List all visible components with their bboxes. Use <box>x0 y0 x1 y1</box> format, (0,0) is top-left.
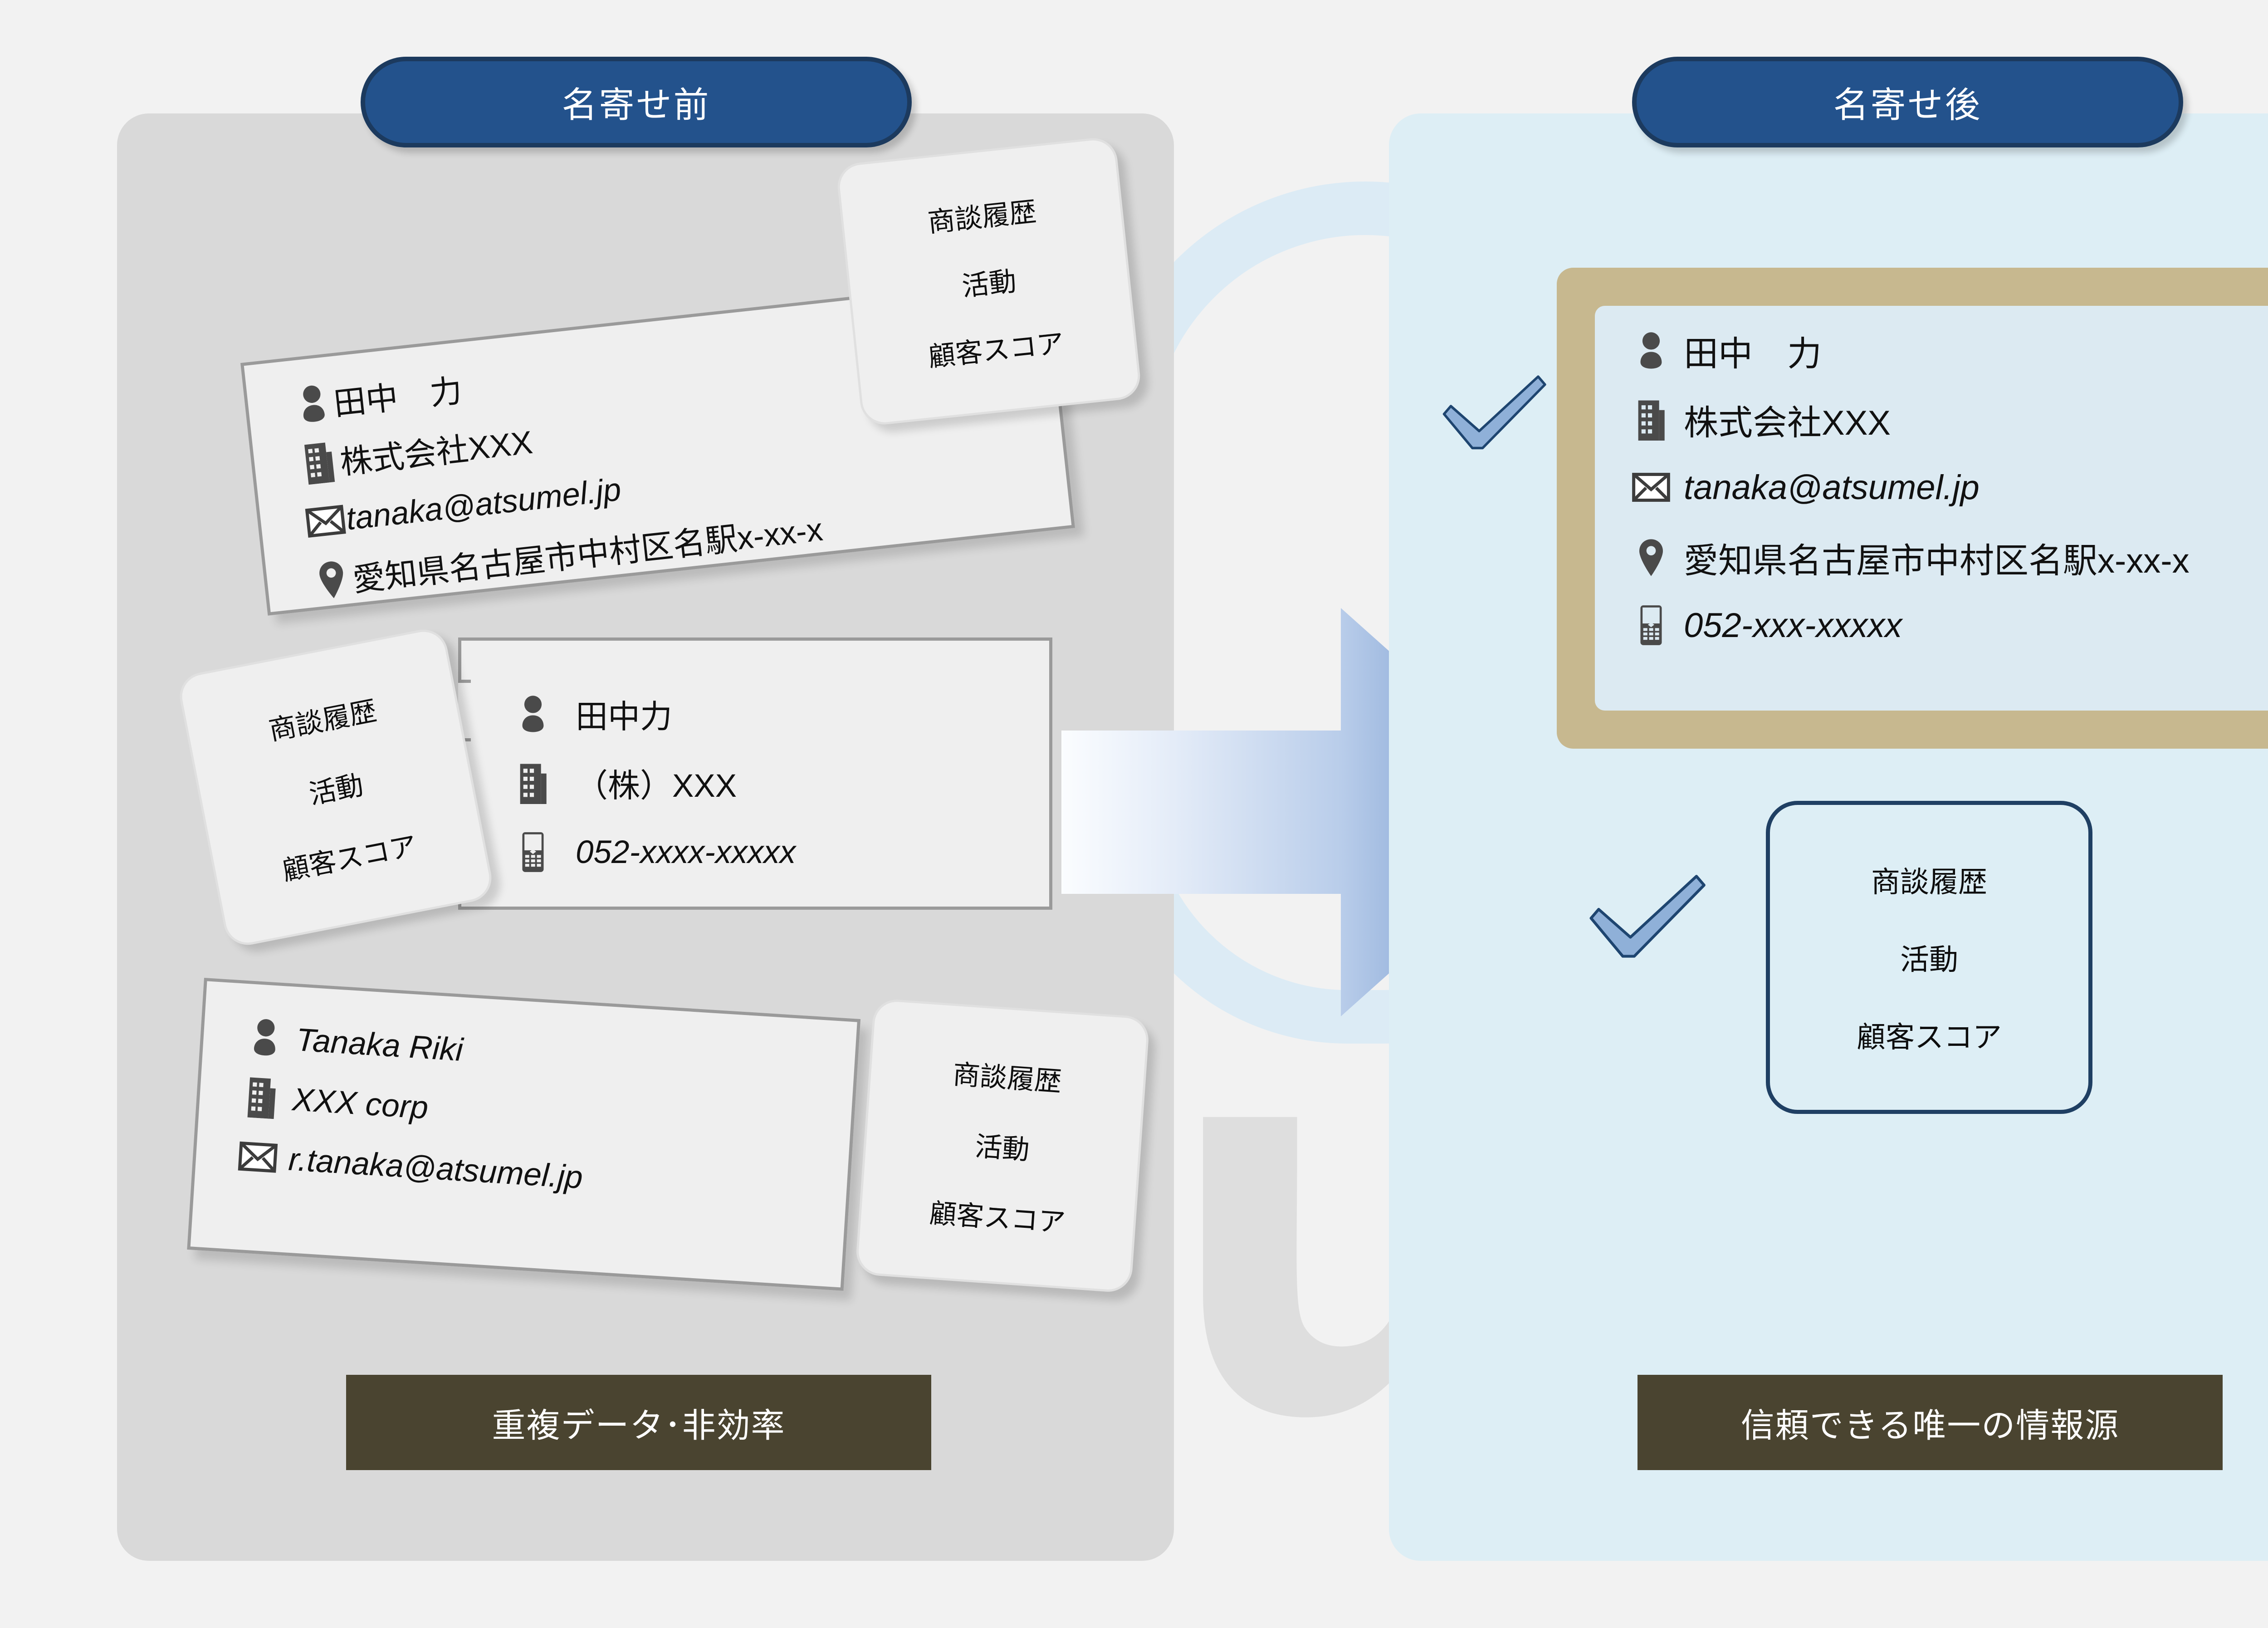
card-3-row-name: Tanaka Riki <box>243 1013 464 1074</box>
card-3-email: r.tanaka@atsumel.jp <box>287 1141 584 1196</box>
merged-row-name: 田中 力 <box>1630 326 1822 376</box>
check-mark-icon-1 <box>1436 372 1549 463</box>
card-2-row-company: （株）XXX <box>512 760 737 807</box>
building-icon <box>1630 396 1672 443</box>
card-2-row-name: 田中力 <box>512 691 672 738</box>
tag-3-line-3: 顧客スコア <box>928 1198 1066 1238</box>
building-icon <box>240 1073 284 1123</box>
mobile-phone-icon <box>1630 602 1672 649</box>
card-2-company: （株）XXX <box>576 768 737 804</box>
floating-tag-2[interactable]: 商談履歴 活動 顧客スコア <box>176 625 496 949</box>
envelope-icon <box>302 495 349 547</box>
check-mark-icon-4 <box>1582 871 1709 973</box>
merged-company: 株式会社XXX <box>1684 404 1891 442</box>
merged-row-phone: 052-xxx-xxxxx <box>1630 602 1902 649</box>
merged-tag-line-1: 商談履歴 <box>1871 866 1987 898</box>
map-pin-icon <box>308 554 355 605</box>
merged-tag-line-2: 活動 <box>1900 943 1958 976</box>
card-2-name: 田中力 <box>576 699 673 735</box>
envelope-icon <box>1630 464 1672 511</box>
person-icon <box>289 378 336 430</box>
card-2-rows: 田中力 （株）XXX 052-xxxx-xxxxx <box>461 641 1049 907</box>
card-3-name: Tanaka Riki <box>295 1021 464 1068</box>
merged-email: tanaka@atsumel.jp <box>1684 468 1980 507</box>
card-1-row-address: 愛知県名古屋市中村区名駅x-xx-x <box>308 503 825 606</box>
card-1-row-email: tanaka@atsumel.jp <box>302 466 623 547</box>
floating-tag-1[interactable]: 商談履歴 活動 顧客スコア <box>835 136 1143 427</box>
tag-1-line-2: 活動 <box>960 265 1018 302</box>
building-icon <box>512 760 554 807</box>
card-3-rows: Tanaka Riki XXX corp r.tanaka@atsumel.jp <box>191 981 857 1287</box>
tag-3-line-1: 商談履歴 <box>952 1059 1063 1097</box>
tag-1-line-1: 商談履歴 <box>926 196 1038 238</box>
card-2-row-phone: 052-xxxx-xxxxx <box>512 829 796 876</box>
card-2-phone: 052-xxxx-xxxxx <box>576 834 796 870</box>
merged-card[interactable]: 田中 力 株式会社XXX tanaka@atsumel.jp 愛知県名古屋市中村… <box>1595 306 2268 711</box>
banner-after-label: 信頼できる唯一の情報源 <box>1740 1406 2120 1444</box>
card-1-row-name: 田中 力 <box>289 364 464 430</box>
banner-before: 重複データ･非効率 <box>346 1375 931 1470</box>
building-icon <box>296 437 342 488</box>
mobile-phone-icon <box>512 829 554 876</box>
card-1-row-company: 株式会社XXX <box>296 416 534 488</box>
tag-2-line-3: 顧客スコア <box>279 830 420 887</box>
card-3-row-company: XXX corp <box>240 1073 430 1132</box>
pill-after-label: 名寄せ後 <box>1833 85 1982 125</box>
tag-1-line-3: 顧客スコア <box>927 328 1066 373</box>
tag-2-line-1: 商談履歴 <box>266 695 379 746</box>
card-1-rows: 田中 力 株式会社XXX tanaka@atsumel.jp 愛知県名古屋市中村… <box>244 279 1072 612</box>
envelope-icon <box>235 1132 280 1182</box>
pill-before-label: 名寄せ前 <box>562 85 711 125</box>
card-3-company: XXX corp <box>291 1081 430 1126</box>
card-1-company: 株式会社XXX <box>338 424 535 481</box>
tag-3-line-2: 活動 <box>974 1131 1031 1165</box>
merged-tag-box[interactable]: 商談履歴 活動 顧客スコア <box>1766 801 2092 1114</box>
person-icon <box>512 691 554 738</box>
banner-before-label: 重複データ･非効率 <box>492 1406 786 1444</box>
merged-row-company: 株式会社XXX <box>1630 395 1891 445</box>
person-icon <box>1630 327 1672 374</box>
business-card-2[interactable]: 田中力 （株）XXX 052-xxxx-xxxxx <box>458 637 1052 910</box>
map-pin-icon <box>1630 534 1672 581</box>
card-3-row-email: r.tanaka@atsumel.jp <box>235 1132 584 1201</box>
card-1-name: 田中 力 <box>332 373 464 423</box>
business-card-3[interactable]: Tanaka Riki XXX corp r.tanaka@atsumel.jp <box>187 978 861 1291</box>
pill-after: 名寄せ後 <box>1632 57 2183 147</box>
card-1-email: tanaka@atsumel.jp <box>344 471 623 537</box>
person-icon <box>243 1013 288 1063</box>
merged-address: 愛知県名古屋市中村区名駅x-xx-x <box>1684 542 2190 580</box>
merged-row-address: 愛知県名古屋市中村区名駅x-xx-x <box>1630 533 2190 583</box>
merged-row-email: tanaka@atsumel.jp <box>1630 464 1980 511</box>
floating-tag-3[interactable]: 商談履歴 活動 顧客スコア <box>855 998 1150 1294</box>
tag-2-line-2: 活動 <box>306 769 366 810</box>
merged-phone: 052-xxx-xxxxx <box>1684 606 1902 645</box>
pill-before: 名寄せ前 <box>361 57 912 147</box>
business-card-1[interactable]: 田中 力 株式会社XXX tanaka@atsumel.jp 愛知県名古屋市中村… <box>240 275 1075 616</box>
banner-after: 信頼できる唯一の情報源 <box>1637 1375 2223 1470</box>
merged-tag-line-3: 顧客スコア <box>1857 1021 2002 1054</box>
merged-name: 田中 力 <box>1684 335 1822 373</box>
